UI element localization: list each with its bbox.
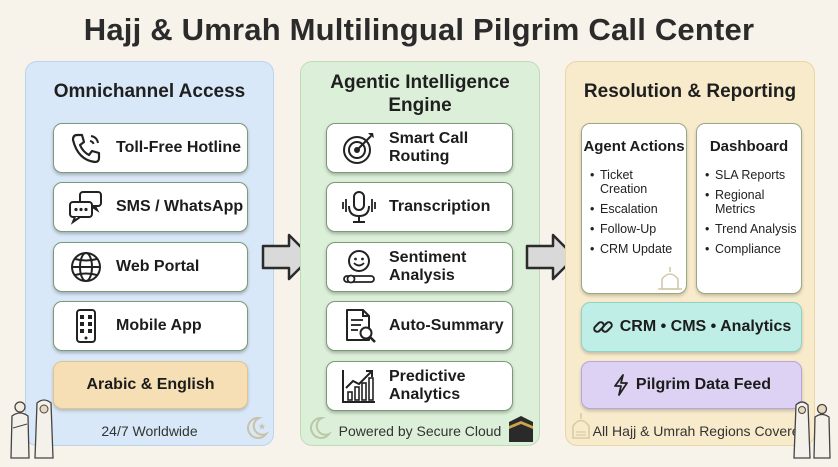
feed-label: Pilgrim Data Feed [635, 376, 772, 393]
engine-card-transcription[interactable]: Transcription [326, 182, 513, 232]
crescent-moon-icon [310, 416, 333, 439]
page-title: Hajj & Umrah Multilingual Pilgrim Call C… [83, 12, 755, 47]
agent-action-item: Ticket Creation [590, 168, 682, 196]
engine-title-line2: Engine [388, 95, 452, 116]
resolution-panel: Resolution & Reporting Agent Actions Tic… [565, 61, 815, 446]
crescent-moon-icon [247, 416, 270, 439]
document-search-icon [346, 309, 376, 343]
dashboard-item: Regional Metrics [705, 188, 797, 216]
dashboard-title: Dashboard [709, 138, 789, 155]
channel-label: SMS / WhatsApp [116, 198, 244, 215]
target-icon [343, 133, 374, 164]
channel-label: Mobile App [116, 317, 202, 334]
engine-label-line1: Predictive [389, 368, 466, 385]
channel-card-web[interactable]: Web Portal [53, 242, 248, 292]
engine-label-line2: Analytics [389, 386, 461, 403]
engine-card-routing[interactable]: Smart Call Routing [326, 123, 513, 173]
smiley-slider-icon [343, 250, 375, 284]
omnichannel-panel: Omnichannel Access Toll-Free Hotline SMS… [25, 61, 274, 446]
agent-actions-box: Agent Actions Ticket Creation Escalation… [581, 123, 687, 294]
channel-card-hotline[interactable]: Toll-Free Hotline [53, 123, 248, 173]
right-footer: All Hajj & Umrah Regions Covered [592, 423, 808, 439]
dashboard-item: Trend Analysis [705, 222, 797, 236]
left-footer: 24/7 Worldwide [101, 423, 198, 439]
mosque-icon [658, 267, 682, 290]
middle-footer: Powered by Secure Cloud [338, 423, 502, 439]
globe-icon [71, 252, 101, 282]
link-icon [592, 321, 613, 333]
channel-label: Web Portal [116, 258, 200, 275]
pilgrim-data-feed-badge: Pilgrim Data Feed [581, 361, 802, 409]
engine-card-summary[interactable]: Auto-Summary [326, 301, 513, 351]
omnichannel-title: Omnichannel Access [53, 81, 246, 102]
engine-label-line1: Transcription [389, 198, 491, 215]
chat-bubbles-icon [69, 191, 102, 225]
dashboard-item: SLA Reports [705, 168, 797, 182]
dashboard-box: Dashboard SLA Reports Regional Metrics T… [696, 123, 802, 294]
engine-label-line1: Smart Call [389, 130, 469, 147]
engine-label-line2: Analysis [389, 267, 455, 284]
engine-card-sentiment[interactable]: Sentiment Analysis [326, 242, 513, 292]
channel-card-sms[interactable]: SMS / WhatsApp [53, 182, 248, 232]
growth-chart-icon [342, 370, 375, 403]
mosque-icon [572, 413, 590, 439]
channel-card-mobile[interactable]: Mobile App [53, 301, 248, 351]
lightning-bolt-icon [614, 374, 628, 396]
pilgrims-illustration-icon [10, 399, 54, 459]
agent-action-item: CRM Update [590, 242, 682, 256]
phone-icon [71, 133, 101, 164]
microphone-icon [342, 191, 376, 223]
crm-label: CRM • CMS • Analytics [619, 318, 792, 335]
channel-label: Toll-Free Hotline [116, 139, 242, 156]
crm-integration-badge: CRM • CMS • Analytics [581, 302, 802, 352]
engine-label-line1: Sentiment [389, 249, 467, 266]
agent-action-item: Follow-Up [590, 222, 682, 236]
engine-title-line1: Agentic Intelligence [330, 72, 510, 93]
engine-label-line2: Routing [389, 148, 450, 165]
language-badge: Arabic & English [53, 361, 248, 409]
resolution-title: Resolution & Reporting [583, 81, 797, 102]
engine-label-line1: Auto-Summary [389, 317, 504, 334]
kaaba-icon [509, 416, 533, 442]
engine-card-predictive[interactable]: Predictive Analytics [326, 361, 513, 411]
pilgrims-illustration-icon [793, 401, 831, 459]
intelligence-engine-panel: Agentic Intelligence Engine Smart Call R… [300, 61, 540, 446]
smartphone-icon [76, 309, 96, 343]
dashboard-item: Compliance [705, 242, 797, 256]
agent-action-item: Escalation [590, 202, 682, 216]
flow-arrow-icon [525, 233, 577, 281]
agent-actions-title: Agent Actions [583, 138, 685, 155]
